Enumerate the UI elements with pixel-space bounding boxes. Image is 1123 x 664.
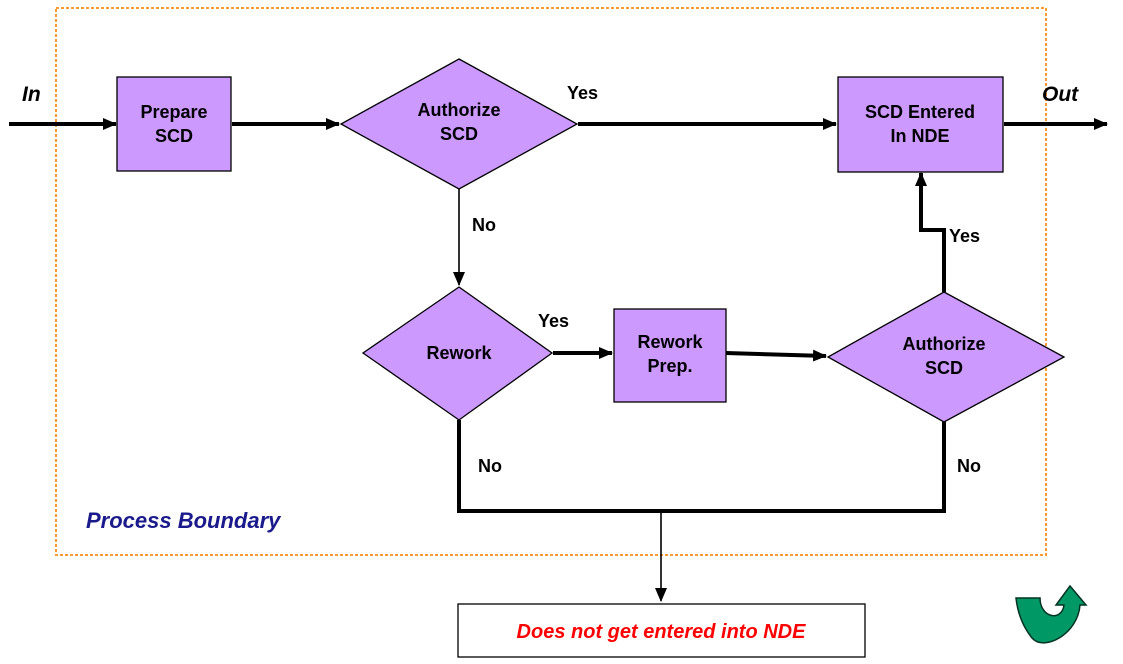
- process-boundary: [55, 7, 1047, 556]
- u-turn-arrow-icon[interactable]: [1015, 584, 1088, 644]
- authorize-top-label-line1: Authorize: [418, 100, 501, 120]
- rework-prep-label-line2: Prep.: [647, 356, 692, 376]
- rework-prep-box: Rework Prep.: [613, 308, 727, 403]
- authorize-top-label-line2: SCD: [440, 124, 478, 144]
- not-entered-box: Does not get entered into NDE: [457, 603, 866, 658]
- scd-entered-label-line2: In NDE: [890, 126, 949, 146]
- rework-prep-label-line1: Rework: [637, 332, 703, 352]
- prepare-label-line2: SCD: [155, 126, 193, 146]
- no-label-rework: No: [478, 456, 502, 476]
- not-entered-label: Does not get entered into NDE: [517, 621, 807, 643]
- scd-entered-box: SCD Entered In NDE: [837, 76, 1004, 173]
- process-boundary-label: Process Boundary: [86, 508, 282, 533]
- yes-label-rework: Yes: [538, 311, 569, 331]
- yes-label-authorize: Yes: [567, 83, 598, 103]
- authorize-bottom-label-line2: SCD: [925, 358, 963, 378]
- no-label-authorize-bottom: No: [957, 456, 981, 476]
- in-label: In: [22, 83, 41, 106]
- yes-label-authorize-bottom: Yes: [949, 226, 980, 246]
- authorize-scd-decision: Authorize SCD: [339, 58, 579, 190]
- authorize-scd-decision-bottom: Authorize SCD: [826, 291, 1066, 423]
- rework-decision: Rework: [361, 286, 554, 421]
- arrow-prep-to-authorize: [725, 349, 827, 362]
- no-label-authorize: No: [472, 215, 496, 235]
- rework-label: Rework: [426, 343, 492, 363]
- authorize-bottom-label-line1: Authorize: [903, 334, 986, 354]
- arrow-authorize-bottom-yes: [915, 172, 946, 292]
- prepare-scd-box: Prepare SCD: [116, 76, 232, 172]
- prepare-label-line1: Prepare: [140, 102, 207, 122]
- line-no-merge: [457, 420, 946, 513]
- out-label: Out: [1042, 83, 1079, 106]
- scd-entered-label-line1: SCD Entered: [865, 102, 975, 122]
